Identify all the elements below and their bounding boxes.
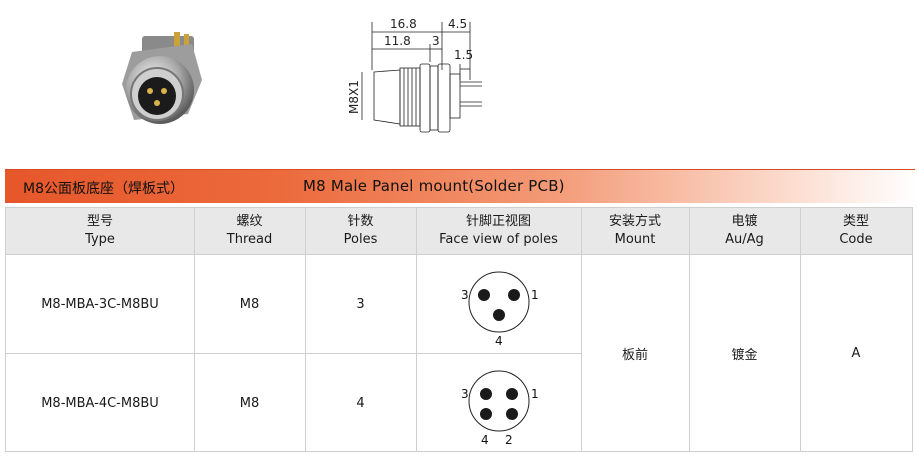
header-poles: 针数 Poles	[305, 208, 416, 254]
pin-diagram-3: 3 1 4	[461, 271, 539, 348]
dim-total: 16.8	[390, 17, 417, 31]
svg-text:4: 4	[481, 433, 489, 447]
header-code: 类型 Code	[800, 208, 912, 254]
header-thread: 螺纹 Thread	[194, 208, 305, 254]
table-row-1-poles: 3	[356, 296, 365, 312]
code-value: A	[851, 346, 861, 361]
table-row-2-thread: M8	[239, 395, 260, 411]
title-english: M8 Male Panel mount(Solder PCB)	[303, 177, 565, 195]
header-plating: 电镀 Au/Ag	[689, 208, 800, 254]
svg-text:1: 1	[531, 288, 539, 302]
connector-photo	[122, 32, 202, 124]
header-mount: 安装方式 Mount	[581, 208, 689, 254]
table-row-2-poles: 4	[356, 395, 365, 411]
svg-text:3: 3	[461, 288, 469, 302]
table-row-1-type: M8-MBA-3C-M8BU	[41, 296, 159, 312]
section-title-bar: M8公面板底座（焊板式） M8 Male Panel mount(Solder …	[5, 169, 915, 203]
svg-text:4: 4	[495, 334, 503, 348]
svg-text:2: 2	[505, 433, 513, 447]
dim-nut: 3	[432, 34, 440, 48]
header-face-view: 针脚正视图 Face view of poles	[416, 208, 581, 254]
table-row-2-face-view: 3 1 4 2	[416, 354, 581, 452]
table-row-1-face-view: 3 1 4	[416, 255, 581, 353]
svg-text:1: 1	[531, 387, 539, 401]
mount-value: 板前	[621, 348, 648, 363]
pin-diagram-4: 3 1 4 2	[461, 370, 539, 447]
table-row-1-thread: M8	[239, 296, 260, 312]
table-row-2-type: M8-MBA-4C-M8BU	[41, 395, 159, 411]
plating-value: 镀金	[731, 348, 758, 363]
svg-text:3: 3	[461, 387, 469, 401]
header-type: 型号 Type	[6, 208, 194, 254]
dim-body: 11.8	[384, 34, 411, 48]
dim-tail: 4.5	[448, 17, 467, 31]
title-chinese: M8公面板底座（焊板式）	[23, 181, 184, 197]
dimension-drawing: 16.8 4.5 11.8 3 1.5 M8X1	[347, 17, 482, 133]
spec-table: 型号 Type 螺纹 Thread 针数 Poles 针脚正视图 Face vi…	[5, 207, 913, 452]
thread-label: M8X1	[347, 80, 361, 114]
dim-pin: 1.5	[454, 48, 473, 62]
